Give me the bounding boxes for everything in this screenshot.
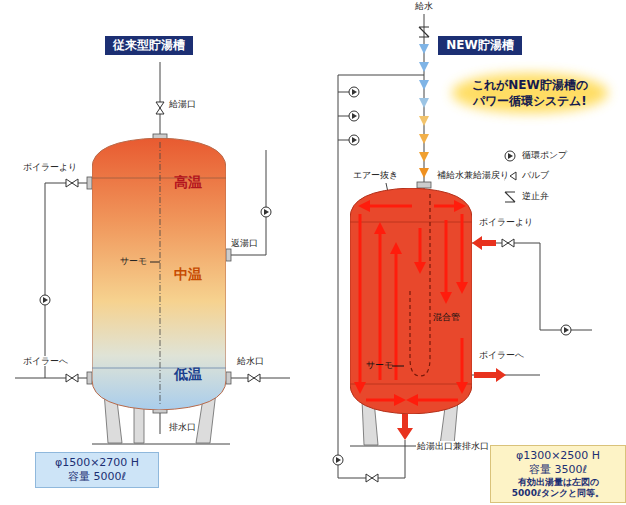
title-text: 従来型貯湯槽 [113,38,185,53]
pipe-label: エアー抜き [352,170,399,180]
temperature-zone: 中温 [174,266,202,282]
callout-glow [452,73,608,113]
title-text: NEW貯湯槽 [446,38,513,53]
flanges [87,134,431,413]
tank-shape: 混合管サーモ [350,188,472,414]
flow-arrow [364,205,412,208]
legend-text: バルブ [522,170,549,180]
pipe-label: 給湯口 [168,99,197,109]
spec-box: φ1500×2700 H容量 5000ℓ [35,452,159,488]
temperature-zone: 低温 [174,366,202,382]
spec-text: 容量 5000ℓ [40,470,154,484]
flow-arrow [419,228,422,268]
flow-arrow [379,228,382,380]
title-box: NEW貯湯槽 [438,36,521,55]
callout-text: これがNEW貯湯槽の パワー循環システム! [463,78,597,109]
legend-text: 逆止弁 [522,191,549,201]
tank-shape: 高温サーモ中温低温 [92,138,226,410]
spec-text: 容量 3500ℓ [495,463,621,477]
pipe-label: 給水口 [236,356,265,366]
flow-arrow [461,338,464,388]
flow-arrow [366,399,400,402]
flow-arrow [359,214,362,388]
spec-text: φ1300×2500 H [495,449,621,463]
pipe-label: 返湯口 [230,238,259,248]
spec-box: φ1300×2500 H容量 3500ℓ有効出湯量は左図の 5000ℓタンクと同… [490,445,626,503]
temperature-zone: 高温 [174,174,202,190]
flow-arrow [445,220,448,298]
pipe-label: ボイラーへ [478,350,525,360]
tank-body [92,138,226,410]
pipe-label: 補給水兼給湯戻り [436,170,510,180]
pipe-label: ボイラーより [478,217,534,227]
feed-arrows [419,44,429,178]
pipe-label: 排水口 [168,422,197,432]
flow-arrow [395,248,398,380]
part-label: サーモ [120,256,147,266]
flow-arrow [461,214,464,288]
legend-text: 循環ポンプ [522,150,567,160]
pipe-label: 給湯出口兼排水口 [416,441,490,451]
pipe-label: 給水 [414,1,434,11]
spec-text: 有効出湯量は左図の 5000ℓタンクと同等。 [495,477,621,500]
flow-arrow [434,205,460,208]
part-label: 混合管 [433,312,460,322]
spec-text: φ1500×2700 H [40,456,154,470]
pipe-label: ボイラーより [22,162,78,172]
part-label: サーモ [366,360,393,370]
pipe-label: ボイラーへ [22,356,69,366]
flow-arrow [412,399,458,402]
tank-body [350,188,472,414]
title-box: 従来型貯湯槽 [105,36,193,55]
